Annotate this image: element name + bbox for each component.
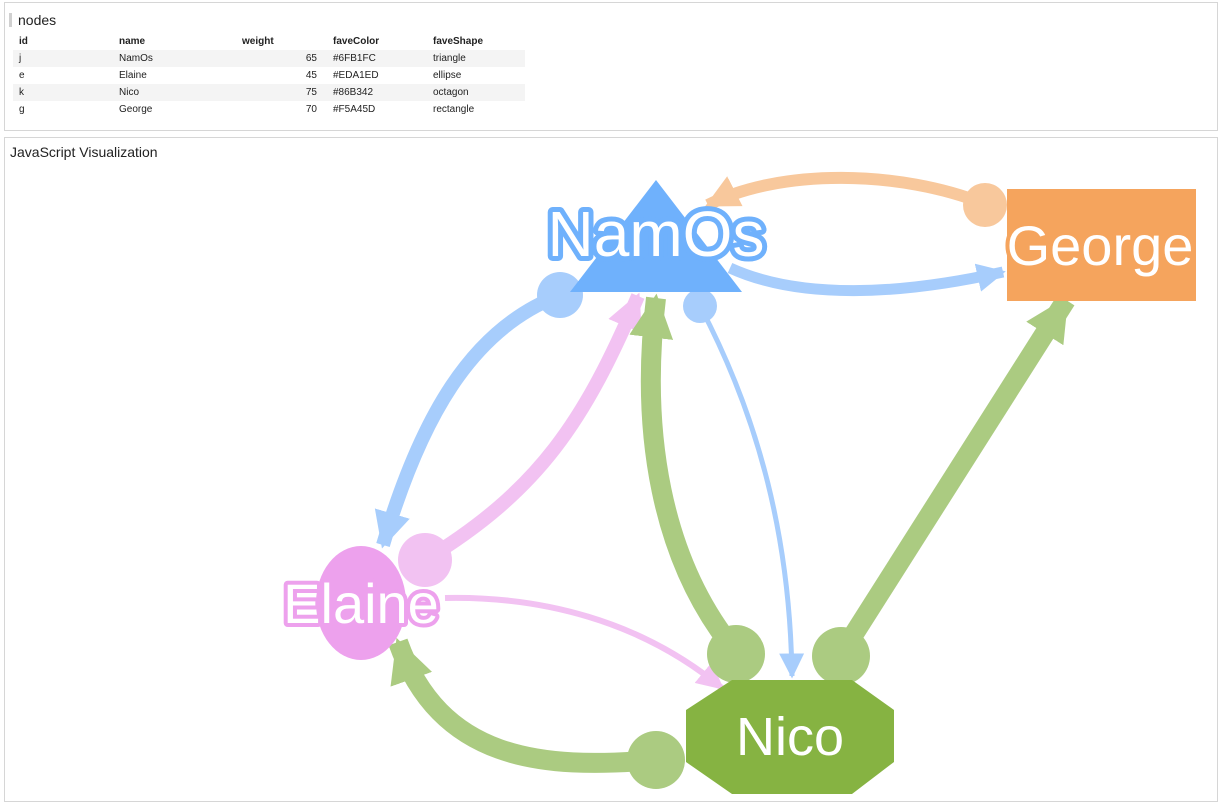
table-row[interactable]: j NamOs 65 #6FB1FC triangle [13,50,525,67]
node-shape-triangle [570,180,742,292]
cell-id: j [13,50,119,67]
cell-weight: 75 [242,84,317,101]
table-header-row: id name weight faveColor faveShape [13,33,525,50]
cell-id: k [13,84,119,101]
node-label-namos: NamOs [548,198,765,270]
cell-name: George [119,104,153,115]
edge-source-dot [627,731,685,789]
table-row[interactable]: g George 70 #F5A45D rectangle [13,101,525,118]
cell-id: e [19,70,25,81]
nodes-table: id name weight faveColor faveShape j Nam… [13,33,525,118]
edge-namos-to-nico[interactable] [697,304,805,679]
node-label-elaine: Elaine [283,572,439,635]
cell-favecolor: #F5A45D [333,104,376,115]
cell-faveshape: rectangle [433,104,475,115]
cell-faveshape: octagon [433,84,525,101]
nodes-panel-title: nodes [9,13,56,27]
column-header-favecolor[interactable]: faveColor [333,36,380,47]
edge-source-dot [707,625,765,683]
node-label-nico: Nico [736,707,844,767]
cell-weight: 65 [242,50,317,67]
edge-nico-to-george[interactable] [831,294,1075,662]
edge-source-dot [398,533,452,587]
edge-nico-to-namos[interactable] [629,293,744,659]
edge-source-dot [812,627,870,685]
edge-elaine-to-nico[interactable] [444,594,725,691]
column-header-name[interactable]: name [119,36,146,47]
node-shape-ellipse [316,546,406,660]
cell-name: Nico [119,84,242,101]
node-shape-rectangle [1007,189,1196,301]
node-shape-octagon [686,680,894,794]
cell-faveshape: ellipse [433,70,462,81]
cell-name: Elaine [119,70,147,81]
table-row[interactable]: e Elaine 45 #EDA1ED ellipse [13,67,525,84]
edge-namos-to-george[interactable] [727,262,1006,297]
edge-elaine-to-namos[interactable] [421,292,645,566]
table-row[interactable]: k Nico 75 #86B342 octagon [13,84,525,101]
edge-source-dot [537,272,583,318]
node-namos[interactable]: NamOs [543,180,769,292]
column-header-weight[interactable]: weight [242,36,274,47]
cell-faveshape: triangle [433,50,525,67]
cell-id: g [19,104,25,115]
cell-favecolor: #86B342 [317,84,433,101]
edge-nico-to-elaine[interactable] [388,637,657,773]
node-elaine[interactable]: Elaine [279,546,443,660]
cell-weight: 45 [305,70,317,81]
node-label-george: George [1007,214,1194,277]
cell-favecolor: #EDA1ED [333,70,379,81]
edge-namos-to-elaine[interactable] [374,289,561,549]
cell-weight: 70 [305,104,317,115]
edge-source-dot [963,183,1007,227]
column-header-id[interactable]: id [19,36,28,47]
cell-favecolor: #6FB1FC [317,50,433,67]
visualization-panel-title: JavaScript Visualization [10,144,158,160]
nodes-panel: nodes id name weight faveColor faveShape… [4,2,1218,131]
column-header-faveshape[interactable]: faveShape [433,36,484,47]
node-george[interactable]: George [1003,189,1197,301]
edge-george-to-namos[interactable] [705,171,988,211]
cell-name: NamOs [119,50,242,67]
node-nico[interactable]: Nico [686,680,894,794]
edge-source-dot [683,289,717,323]
